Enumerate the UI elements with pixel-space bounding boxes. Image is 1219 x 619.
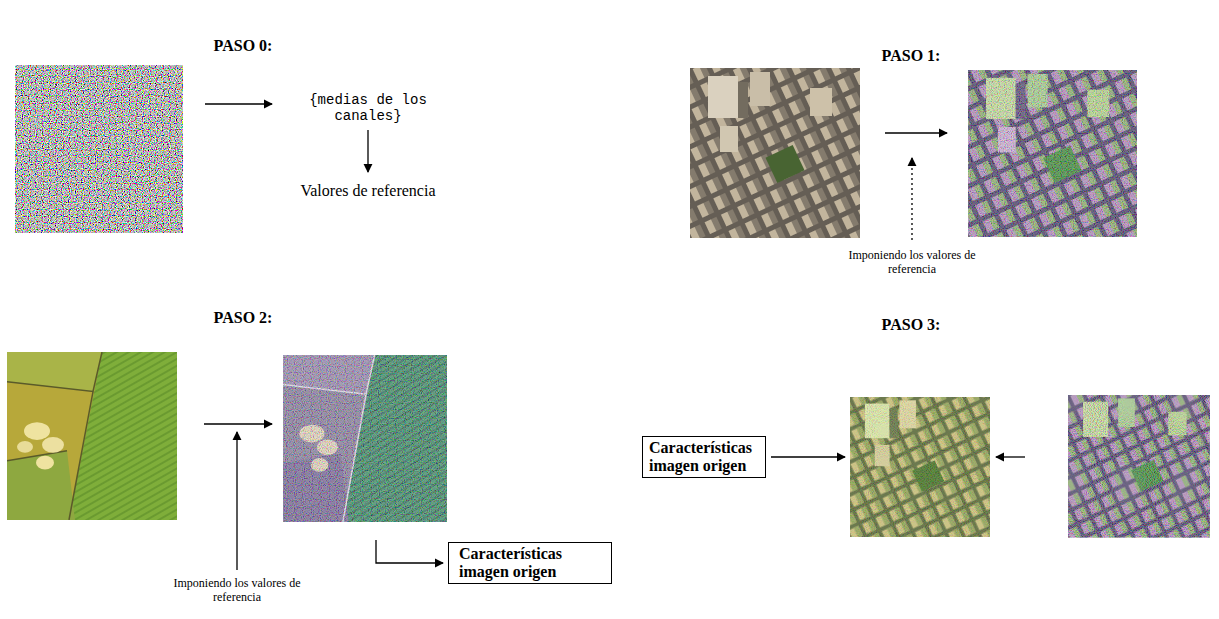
arrow — [367, 130, 368, 172]
step-heading: PASO 1: — [851, 47, 971, 65]
elbow-arrow — [376, 540, 443, 563]
noise-image — [15, 65, 183, 233]
arrow — [205, 103, 272, 104]
arrow — [885, 132, 947, 133]
arrow — [236, 432, 237, 570]
step-heading: PASO 2: — [183, 309, 303, 327]
result-city-image — [850, 397, 990, 537]
arrow — [771, 456, 845, 457]
step-heading: PASO 0: — [183, 37, 303, 55]
annotation: Imponiendo los valores de referencia — [167, 576, 307, 604]
dotted-arrow — [911, 158, 912, 240]
step-heading: PASO 3: — [851, 316, 971, 334]
city-image — [690, 68, 860, 238]
field-image — [7, 352, 177, 520]
box-text: Características imagen origen — [459, 545, 603, 581]
styled-field-image — [283, 355, 447, 522]
channel-means-text: {medias de los canales} — [306, 92, 430, 124]
styled-city-image — [1068, 395, 1210, 538]
arrow — [996, 456, 1025, 457]
annotation: Imponiendo los valores de referencia — [842, 248, 982, 276]
process-box: Características imagen origen — [642, 436, 766, 478]
process-box: Características imagen origen — [448, 542, 612, 584]
arrow — [204, 423, 272, 424]
box-text: Características imagen origen — [649, 439, 759, 475]
styled-city-image — [968, 70, 1137, 237]
reference-values-text: Valores de referencia — [258, 182, 478, 200]
arrows — [204, 104, 1025, 570]
